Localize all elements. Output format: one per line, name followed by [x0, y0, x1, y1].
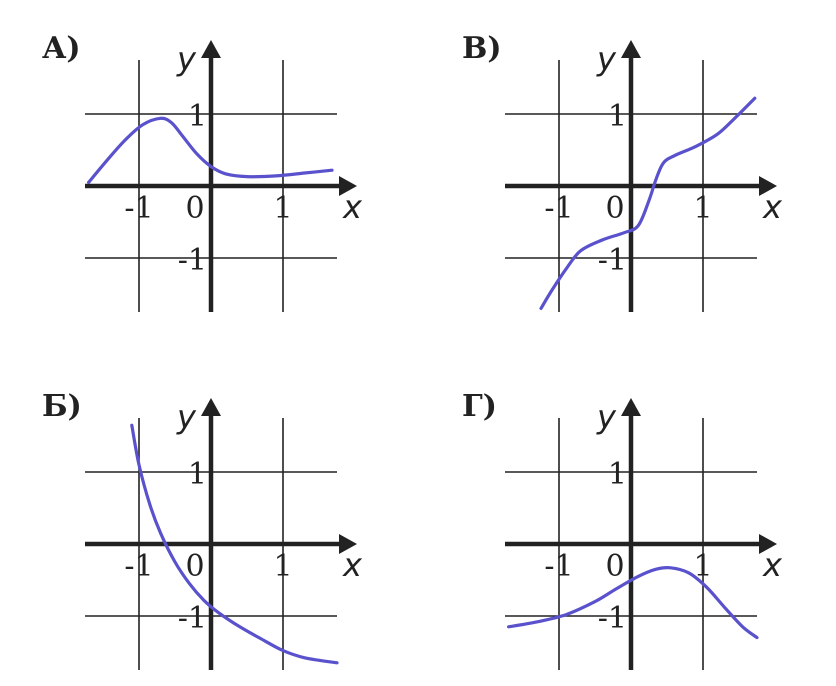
x-tick-label: -1	[544, 549, 573, 584]
function-curve	[87, 116, 334, 184]
panel-label: А)	[42, 31, 81, 66]
graph-panel-2: В) x y -1 1 0 1 -1	[462, 31, 783, 312]
y-tick-label: 1	[188, 457, 207, 492]
x-tick-label: 1	[693, 191, 712, 226]
panel-label: Г)	[462, 389, 497, 424]
y-axis-label: y	[176, 398, 197, 436]
x-tick-label: -1	[124, 549, 153, 584]
x-tick-label: 1	[273, 191, 292, 226]
graph-panel-1: А) x y -1 1 0 1 -1	[42, 31, 363, 312]
origin-label: 0	[605, 191, 624, 226]
origin-label: 0	[185, 191, 204, 226]
y-axis-label: y	[596, 40, 617, 78]
graph-panel-4: Г) x y -1 1 0 1 -1	[462, 389, 783, 670]
y-axis-arrow-icon	[201, 40, 221, 58]
origin-label: 0	[185, 549, 204, 584]
function-curve	[130, 423, 339, 665]
function-curve	[507, 565, 759, 640]
x-axis-arrow-icon	[759, 534, 777, 554]
y-tick-label: 1	[188, 99, 207, 134]
x-axis-label: x	[342, 546, 363, 584]
y-axis-arrow-icon	[201, 398, 221, 416]
y-tick-label: 1	[608, 99, 627, 134]
x-axis-arrow-icon	[339, 534, 357, 554]
graph-panel-3: Б) x y -1 1 0 1 -1	[42, 389, 363, 670]
y-tick-label: -1	[598, 243, 627, 278]
x-axis-arrow-icon	[339, 176, 357, 196]
x-tick-label: -1	[544, 191, 573, 226]
y-tick-label: -1	[178, 601, 207, 636]
x-axis-label: x	[762, 546, 783, 584]
y-axis-arrow-icon	[621, 40, 641, 58]
x-tick-label: 1	[693, 549, 712, 584]
x-axis-arrow-icon	[759, 176, 777, 196]
x-axis-label: x	[762, 188, 783, 226]
y-tick-label: -1	[598, 601, 627, 636]
function-curve	[539, 96, 757, 310]
x-axis-label: x	[342, 188, 363, 226]
y-tick-label: -1	[178, 243, 207, 278]
y-axis-label: y	[596, 398, 617, 436]
panel-label: В)	[462, 31, 502, 66]
y-axis-label: y	[176, 40, 197, 78]
panel-label: Б)	[42, 389, 82, 424]
x-tick-label: 1	[273, 549, 292, 584]
x-tick-label: -1	[124, 191, 153, 226]
origin-label: 0	[605, 549, 624, 584]
y-tick-label: 1	[608, 457, 627, 492]
y-axis-arrow-icon	[621, 398, 641, 416]
